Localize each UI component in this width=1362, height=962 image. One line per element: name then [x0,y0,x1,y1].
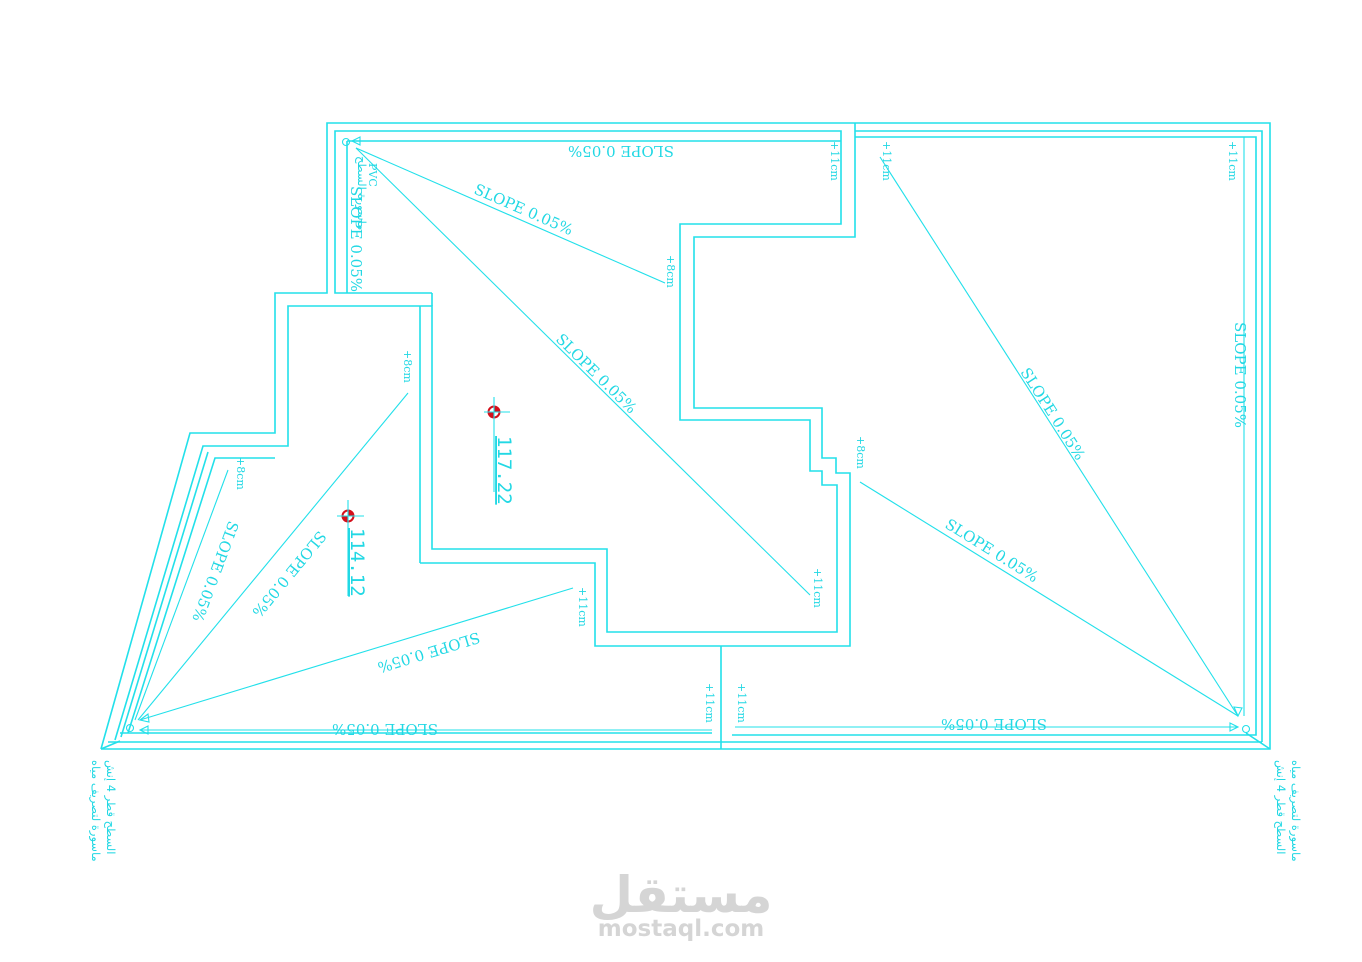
slope-line-left-wing [134,469,229,721]
left-wing-inner-line-2 [120,451,209,738]
watermark-url: mostaql.com [598,916,764,942]
slope-label: SLOPE 0.05% [552,330,640,417]
slope-line-middle-long [355,147,811,596]
slope-label: SLOPE 0.05% [248,527,329,620]
drain-leader-left [100,740,121,750]
left-wing-inner-line [127,457,275,734]
drain-point-bottomleft [125,723,135,733]
arrowhead-icon [1229,722,1240,732]
level-marker-icon [348,510,354,516]
watermark-logo: مستقل [590,866,773,924]
outer-parapet-line [100,122,1271,750]
height-tag: +11cm [576,587,589,627]
level-marker-icon [494,406,500,412]
height-tag: +11cm [1226,141,1239,181]
slope-label: SLOPE 0.05% [941,715,1047,733]
level-value: 117.22 [493,436,515,505]
height-tags: +11cm +11cm +11cm +8cm +8cm +8cm +11cm +… [234,141,1239,723]
slope-line-right-top [879,156,1239,717]
arrowhead-icon [138,725,149,735]
slope-line-upper-short [355,147,666,284]
pvc-label: PVC [366,163,379,187]
mostaql-watermark: مستقل mostaql.com [590,866,773,942]
height-tag: +8cm [664,255,677,288]
height-tag: +8cm [854,436,867,469]
slope-label: SLOPE 0.05% [568,142,674,160]
slope-line-lower [139,587,574,721]
height-tag: +11cm [828,141,841,181]
slope-arrows [125,136,1251,735]
roof-outlines [100,122,1271,750]
height-tag: +11cm [880,141,893,181]
slope-label: SLOPE 0.05% [347,186,365,292]
slope-label: SLOPE 0.05% [1231,322,1249,428]
slope-label: SLOPE 0.05% [188,519,242,625]
drain-point-bottomright [1241,724,1251,734]
drain-note-right: ماسورة لتصريف مياه السطح قطر 4 إنش [1273,760,1303,862]
slope-label: SLOPE 0.05% [1017,364,1089,463]
arrowhead-icon [138,712,150,723]
slope-label: SLOPE 0.05% [332,720,438,738]
level-marker-b: 114.12 [337,500,368,597]
level-marker-icon [488,412,494,418]
height-tag: +8cm [234,457,247,490]
pvc-note: PVC ماسورة السطح [354,156,379,230]
height-tag: +11cm [811,568,824,608]
slope-labels: SLOPE 0.05% SLOPE 0.05% SLOPE 0.05% SLOP… [188,142,1249,738]
right-room-inner-line [732,136,1257,736]
drain-inline-note: ماسورة السطح [354,156,369,230]
level-marker-a: 117.22 [484,397,515,505]
arrowhead-icon [350,136,361,146]
slope-label: SLOPE 0.05% [471,180,575,239]
slope-label: SLOPE 0.05% [942,515,1042,586]
arrowhead-icon [1233,706,1243,718]
height-tag: +8cm [401,350,414,383]
drain-note-line: ماسورة لتصريف مياه [88,760,103,862]
drain-note-line: السطح قطر 4 إنش [1273,760,1288,854]
slope-label: SLOPE 0.05% [375,628,482,676]
level-value: 114.12 [346,528,368,597]
drain-point-topleft [341,137,351,147]
right-room-inner-line-2 [855,130,1263,742]
height-tag: +11cm [735,683,748,723]
level-marker-icon [342,516,348,522]
left-room-inner-line [420,123,856,647]
drain-note-left: ماسورة لتصريف مياه السطح قطر 4 إنش [88,760,118,862]
drain-note-line: ماسورة لتصريف مياه [1288,760,1303,862]
drain-leader-right [1245,732,1271,750]
slope-line-left-top [137,392,409,721]
inner-parapet-line [114,130,842,741]
slope-line-right-middle [859,481,1239,717]
height-tag: +11cm [703,683,716,723]
drain-note-line: السطح قطر 4 إنش [103,760,118,854]
